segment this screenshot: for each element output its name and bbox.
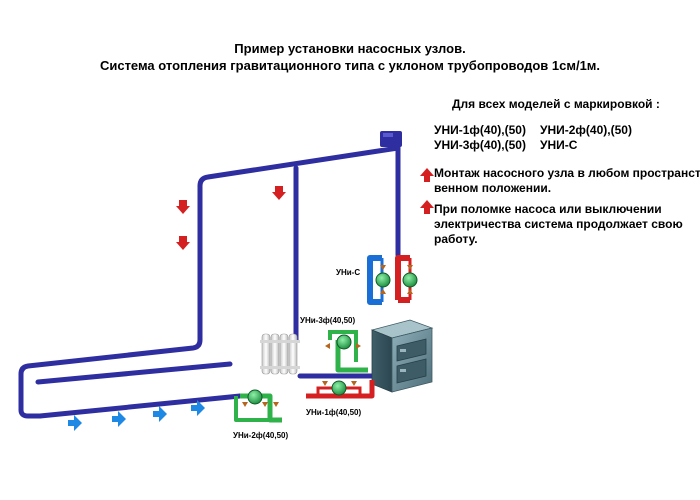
main-pipe-loop (18, 145, 401, 419)
label-uni-c: УНи-С (336, 268, 361, 277)
return-flow-arrows (68, 400, 205, 431)
supply-main-pipe (197, 145, 401, 189)
valve-icon (380, 265, 386, 270)
left-riser-pipe (18, 183, 203, 419)
arrow-right-icon (68, 415, 82, 431)
supply-flow-arrows (176, 186, 286, 250)
model-uni-2f: УНИ-2ф(40),(50) (540, 123, 632, 137)
valve-icon (273, 402, 279, 407)
arrow-right-icon (153, 406, 167, 422)
arrow-up-icon (420, 168, 434, 182)
arrow-up-icon (420, 200, 434, 214)
return-main-pipe (37, 393, 243, 419)
valve-icon (407, 289, 413, 294)
label-uni-3f: УНи-3ф(40,50) (300, 316, 356, 325)
arrow-right-icon (191, 400, 205, 416)
valve-icon (407, 265, 413, 270)
info-bullets (420, 168, 434, 214)
label-uni-2f: УНи-2ф(40,50) (233, 431, 289, 440)
valve-icon (262, 402, 268, 407)
label-uni-1f: УНи-1ф(40,50) (306, 408, 362, 417)
valve-icon (351, 381, 357, 386)
arrow-down-icon (272, 186, 286, 200)
pump-icon (336, 334, 352, 350)
valve-icon (380, 289, 386, 294)
valve-icon (325, 343, 330, 349)
valve-icon (356, 343, 361, 349)
valve-icon (322, 381, 328, 386)
uni-1f-unit (306, 380, 375, 399)
radiator (260, 333, 300, 375)
pump-icon (331, 380, 347, 396)
arrow-down-icon (176, 200, 190, 214)
note-mounting-line2: венном положении. (434, 181, 552, 195)
uni-3f-unit (325, 330, 368, 373)
uni-2f-unit (234, 389, 282, 423)
valve-icon (242, 402, 248, 407)
pump-icon (375, 272, 391, 288)
model-uni-c: УНИ-С (540, 138, 578, 152)
model-uni-3f: УНИ-3ф(40),(50) (434, 138, 526, 152)
note-failure-line3: работу. (434, 232, 478, 246)
models-heading: Для всех моделей с маркировкой : (452, 97, 660, 111)
note-mounting-line1: Монтаж насосного узла в любом пространст… (434, 166, 700, 180)
expansion-tank (380, 131, 402, 152)
arrow-down-icon (176, 236, 190, 250)
arrow-right-icon (112, 411, 126, 427)
pump-icon (402, 272, 418, 288)
diagram-subtitle: Система отопления гравитационного типа с… (99, 58, 601, 73)
boiler (370, 319, 434, 393)
inner-return-pipe (35, 361, 233, 385)
model-uni-1f: УНИ-1ф(40),(50) (434, 123, 526, 137)
uni-c-unit (367, 255, 418, 305)
note-failure-line1: При поломке насоса или выключении (434, 202, 662, 216)
note-failure-line2: электричества система продолжает свою (434, 217, 683, 231)
diagram-title: Пример установки насосных узлов. (234, 41, 466, 56)
pump-icon (247, 389, 263, 405)
